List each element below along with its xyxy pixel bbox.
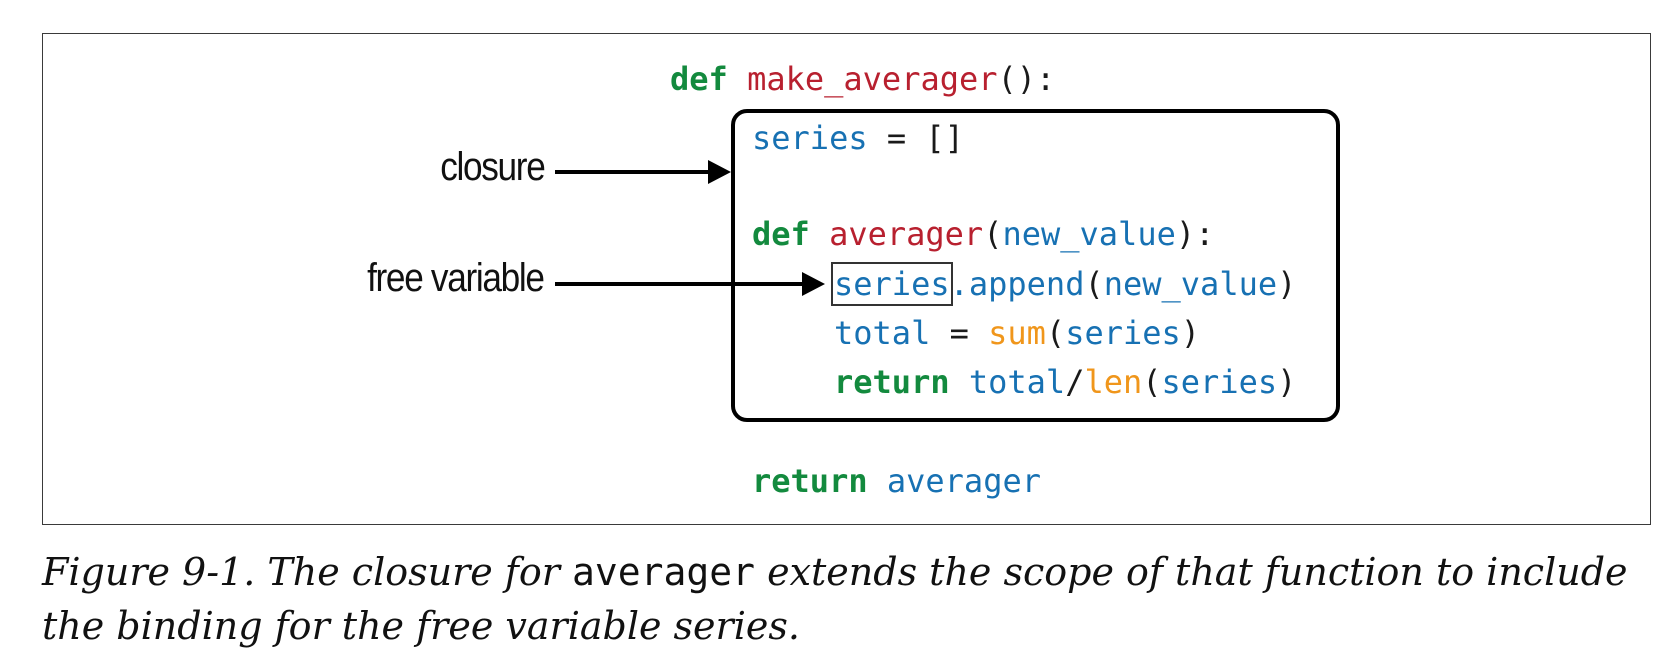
parameter-new-value: new_value (1002, 215, 1176, 253)
closure-arrow (555, 160, 731, 184)
argument-series: series (1161, 363, 1278, 401)
closure-label: closure (439, 145, 546, 189)
figure-frame (42, 33, 1651, 525)
caption-prefix: Figure 9-1. The closure for (42, 550, 572, 594)
caption-code-averager: averager (572, 550, 756, 594)
punctuation: (): (997, 60, 1056, 98)
free-variable-series-box: series (831, 262, 953, 306)
free-variable-arrow (555, 272, 825, 296)
free-variable-label: free variable (367, 256, 545, 300)
code-line-def-make-averager: def make_averager(): (670, 59, 1055, 99)
keyword-return: return (834, 363, 950, 401)
keyword-return: return (752, 462, 868, 500)
code-line-return-average: return total/len(series) (834, 363, 1297, 401)
argument-series: series (1065, 314, 1181, 352)
builtin-len: len (1084, 363, 1143, 401)
variable-averager: averager (886, 462, 1041, 500)
code-line-series-append: series.append(new_value) (831, 262, 1297, 306)
function-name-make-averager: make_averager (747, 60, 998, 98)
variable-total: total (834, 314, 931, 352)
method-append: .append (949, 265, 1085, 303)
keyword-def: def (752, 215, 810, 253)
caption-suffix: extends the scope of that function to in… (42, 550, 1628, 648)
variable-total: total (968, 363, 1066, 401)
builtin-sum: sum (988, 314, 1046, 352)
code-line-def-averager: def averager(new_value): (752, 215, 1215, 253)
argument-new-value: new_value (1103, 265, 1278, 303)
variable-series: series (752, 119, 868, 157)
code-line-total-sum: total = sum(series) (834, 314, 1201, 352)
closure-box (731, 109, 1340, 422)
figure-caption: Figure 9-1. The closure for averager ext… (42, 545, 1652, 653)
code-line-series-init: series = [] (752, 118, 964, 158)
assignment-empty-list: = [] (867, 119, 964, 157)
keyword-def: def (670, 60, 728, 98)
function-name-averager: averager (829, 215, 984, 253)
code-line-return-averager: return averager (752, 461, 1041, 501)
